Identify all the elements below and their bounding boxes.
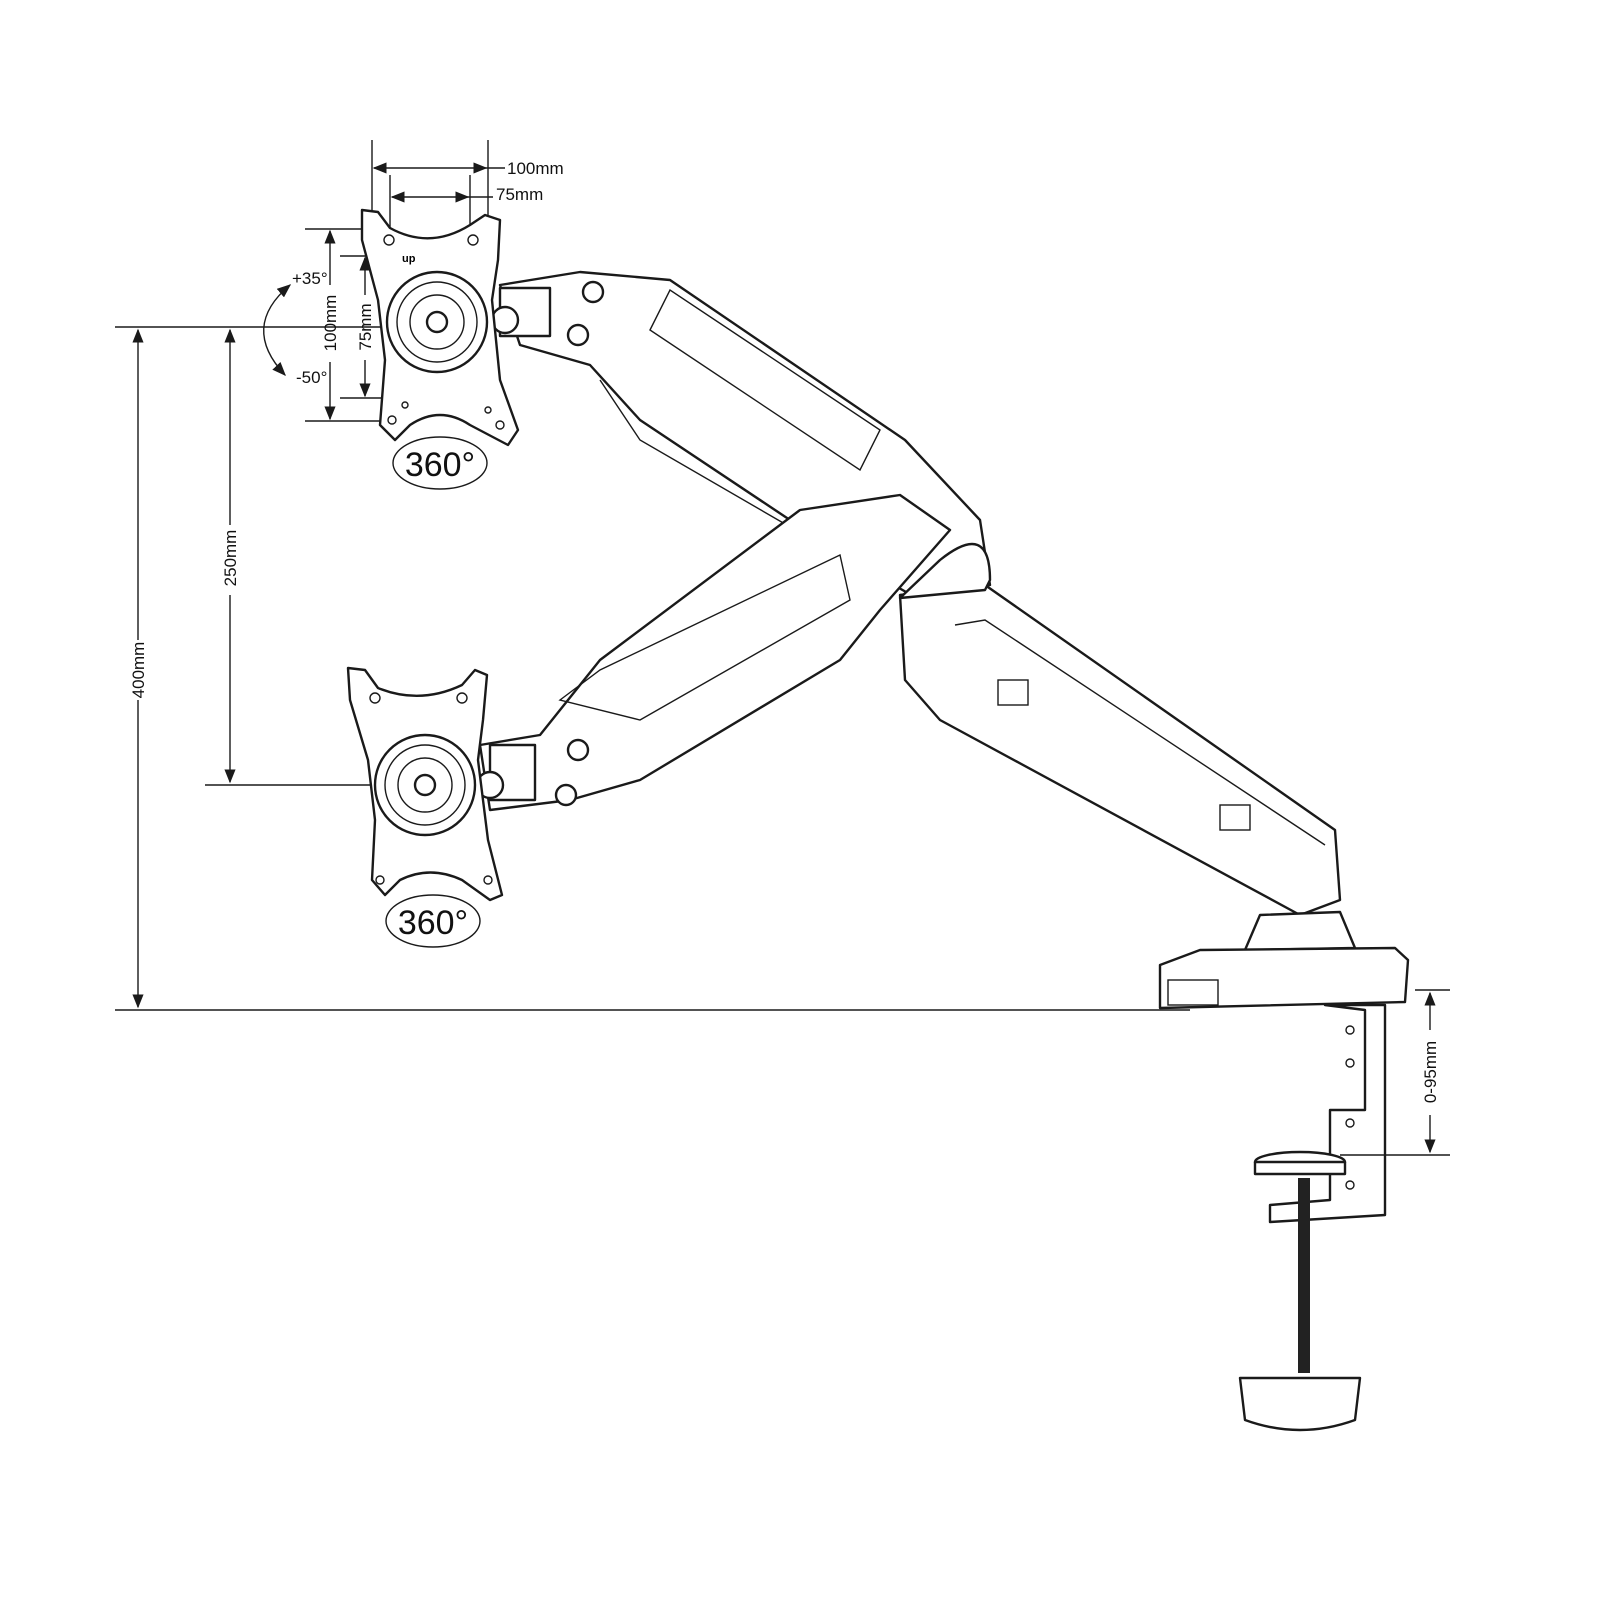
rotation-badge-bottom: 360° — [385, 894, 481, 948]
label-100mm-height: 100mm — [321, 295, 340, 352]
label-100mm-width: 100mm — [507, 159, 564, 178]
desk-clamp — [1238, 1003, 1387, 1432]
main-arm — [898, 542, 1342, 917]
clamp-screw — [1298, 1178, 1310, 1373]
label-tilt-up: +35° — [292, 269, 328, 288]
tilt-indicator: +35° -50° — [263, 269, 328, 387]
label-clamp-range: 0-95mm — [1421, 1041, 1440, 1103]
rotation-badge-top: 360° — [392, 436, 488, 490]
height-dimension-250: 250mm — [221, 328, 240, 784]
clamp-dimension: 0-95mm — [1340, 989, 1450, 1156]
vesa-plate-bottom — [346, 666, 504, 902]
up-logo: up — [402, 253, 416, 265]
height-dimension-400: 400mm — [129, 328, 148, 1009]
label-rotation-bottom: 360° — [398, 904, 468, 942]
desk-base — [1158, 910, 1410, 1010]
label-75mm-width: 75mm — [496, 185, 543, 204]
label-250mm: 250mm — [221, 530, 240, 587]
label-tilt-down: -50° — [296, 368, 327, 387]
vesa-width-dimensions: 100mm 75mm — [371, 140, 564, 230]
lower-arm — [475, 493, 952, 812]
label-75mm-height: 75mm — [356, 303, 375, 350]
vesa-plate-top: up — [360, 208, 520, 447]
label-400mm: 400mm — [129, 642, 148, 699]
label-rotation-top: 360° — [405, 446, 475, 484]
